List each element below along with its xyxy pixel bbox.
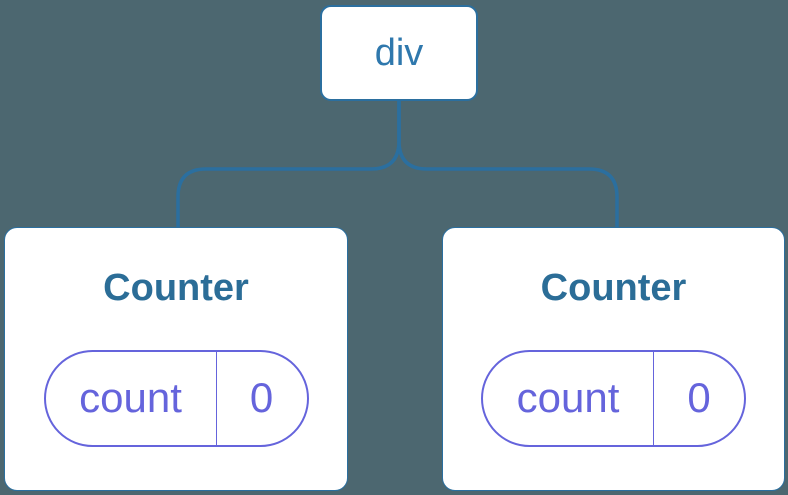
counter-card-right: Counter count 0 (442, 227, 785, 491)
component-title: Counter (540, 267, 687, 309)
state-pill: count 0 (43, 349, 309, 447)
state-key: count (46, 351, 217, 445)
state-value: 0 (687, 374, 711, 422)
root-node-label: div (374, 31, 424, 74)
state-pill: count 0 (481, 349, 746, 447)
state-value: 0 (249, 374, 274, 422)
connector-branch-right (397, 101, 619, 228)
root-node-div: div (320, 5, 478, 101)
component-title: Counter (103, 267, 249, 309)
counter-card-left: Counter count 0 (4, 227, 348, 491)
connector-branch-left (176, 101, 401, 228)
state-key: count (483, 351, 654, 445)
